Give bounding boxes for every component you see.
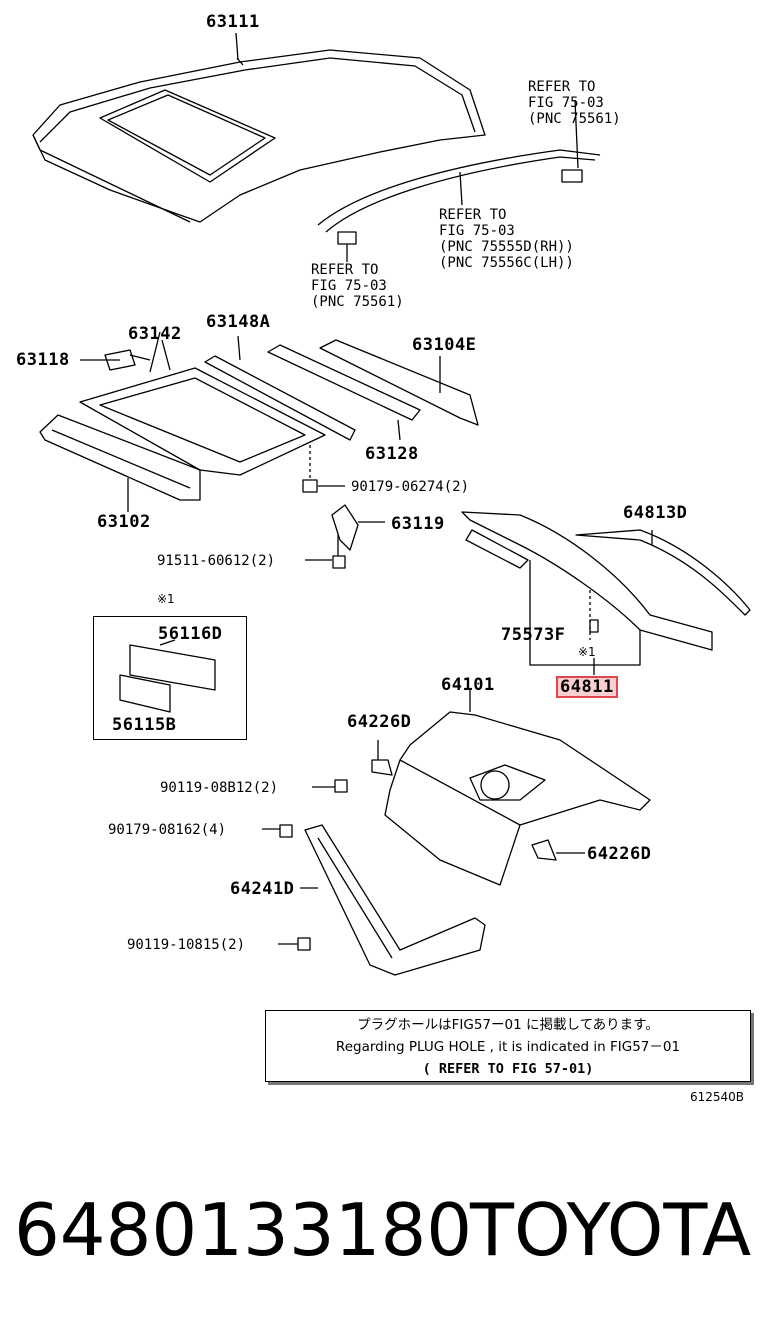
roof-molding-drawing: [317, 99, 601, 262]
label-64226d-upper: 64226D: [347, 712, 412, 732]
back-glass-drawing: [461, 511, 751, 675]
label-91511-60612: 91511-60612(2): [157, 553, 276, 569]
roof-panel-drawing: [32, 32, 486, 223]
label-63119: 63119: [391, 514, 445, 534]
note-line-refer: ( REFER TO FIG 57-01): [422, 1061, 594, 1077]
label-56116d: 56116D: [158, 624, 223, 644]
part-number: 6480133180: [14, 1188, 473, 1272]
note-line-japanese: プラグホールはFIG57ー01 に掲載してあります。: [357, 1017, 659, 1033]
label-63102: 63102: [97, 512, 151, 532]
inset-box: [93, 616, 247, 740]
roof-frame-drawing: [79, 331, 326, 476]
label-64226d-lower: 64226D: [587, 844, 652, 864]
inset-drawing: [119, 639, 216, 713]
package-tray-drawing: [384, 690, 651, 886]
label-63111: 63111: [206, 12, 260, 32]
label-64101: 64101: [441, 675, 495, 695]
note-line-english: Regarding PLUG HOLE , it is indicated in…: [335, 1039, 681, 1055]
brace-frame-drawing: [300, 824, 486, 976]
roof-panel-63102-drawing: [39, 414, 201, 512]
label-64241d: 64241D: [230, 879, 295, 899]
label-63148a: 63148A: [206, 312, 271, 332]
label-90119-08b12: 90119-08B12(2): [160, 780, 279, 796]
brand-name: TOYOTA: [470, 1188, 752, 1272]
label-63142: 63142: [128, 324, 182, 344]
refer-note-pnc-75555d: REFER TO FIG 75-03 (PNC 75555D(RH)) (PNC…: [439, 207, 574, 271]
label-63104e: 63104E: [412, 335, 477, 355]
refer-note-pnc-75561-top: REFER TO FIG 75-03 (PNC 75561): [528, 79, 621, 127]
inset-mark: ※1: [157, 592, 175, 606]
label-56115b: 56115B: [112, 715, 177, 735]
label-75573f: 75573F: [501, 625, 566, 645]
label-90179-06274: 90179-06274(2): [351, 479, 470, 495]
label-63128: 63128: [365, 444, 419, 464]
label-90179-08162: 90179-08162(4): [108, 822, 227, 838]
label-90119-10815: 90119-10815(2): [127, 937, 246, 953]
glass-mark: ※1: [578, 645, 596, 659]
leader-lines: [129, 339, 171, 371]
plug-hole-note: プラグホールはFIG57ー01 に掲載してあります。 Regarding PLU…: [265, 1010, 751, 1082]
refer-note-pnc-75561-left: REFER TO FIG 75-03 (PNC 75561): [311, 262, 404, 310]
figure-code: 612540B: [690, 1090, 745, 1104]
label-63118: 63118: [16, 350, 70, 370]
label-64813d: 64813D: [623, 503, 688, 523]
fastener-drawings: [262, 445, 585, 951]
label-64811-highlighted[interactable]: 64811: [556, 676, 618, 698]
roof-rails-drawing: [204, 335, 479, 441]
caption: 6480133180 TOYOTA: [0, 1185, 760, 1280]
